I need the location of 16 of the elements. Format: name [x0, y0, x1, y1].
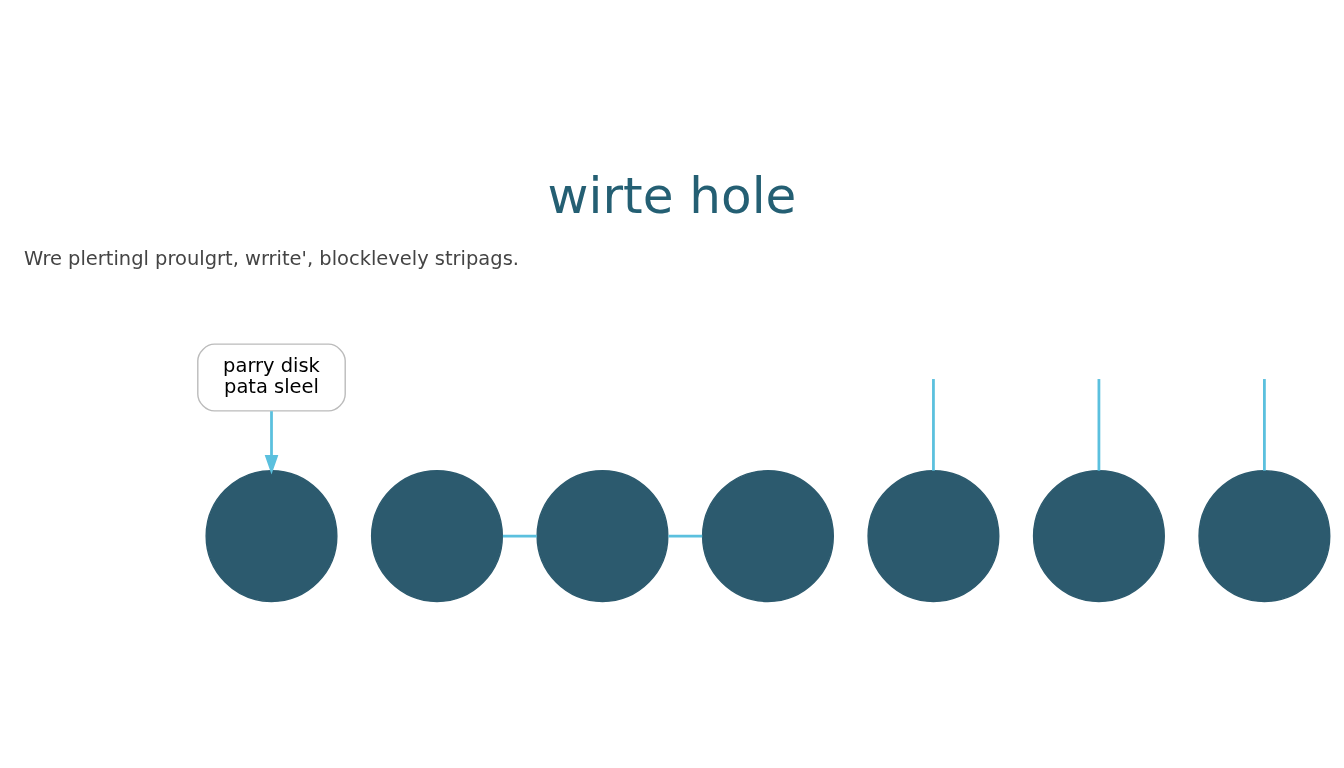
connector — [1263, 378, 1266, 471]
arrow — [264, 410, 279, 475]
label: Wre plertingl proulgrt, wrrite', blocklevely stripags. — [24, 245, 519, 269]
connector — [668, 534, 703, 537]
node-circle — [370, 469, 504, 602]
connector — [1097, 378, 1101, 471]
node-circle — [867, 469, 1000, 602]
node-circle — [536, 469, 669, 602]
connector — [502, 534, 537, 537]
node-circle — [205, 469, 338, 602]
node-circle — [1032, 469, 1165, 602]
node-circle — [701, 469, 834, 602]
node-box: parry disk pata sleel — [197, 342, 346, 412]
connector — [932, 378, 935, 471]
node-circle — [1198, 469, 1331, 602]
diagram-title: wirte hole — [547, 166, 797, 225]
